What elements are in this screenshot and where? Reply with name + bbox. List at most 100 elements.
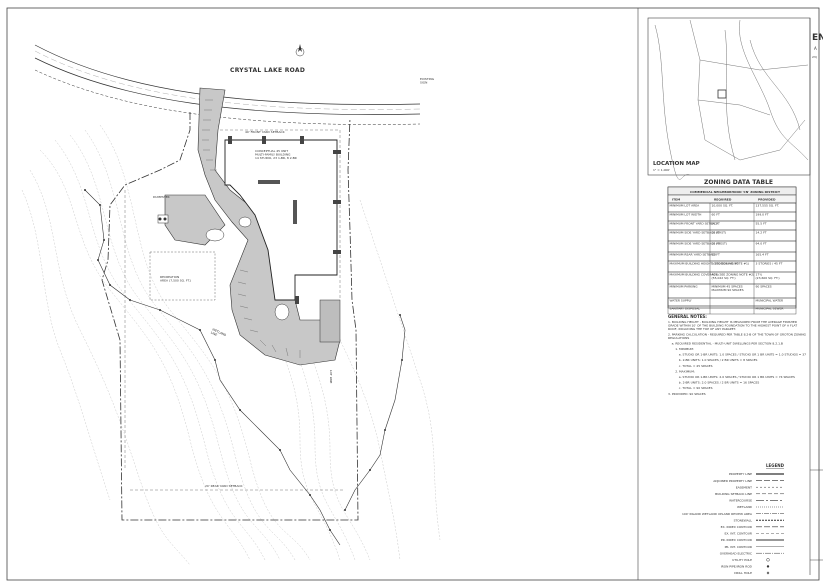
zoning-cell: 10 FT xyxy=(712,242,720,246)
zoning-cell: 137,555 SQ. FT. xyxy=(756,204,780,208)
utility-pole-symbol xyxy=(766,558,770,562)
legend-label: EX. INDEX CONTOUR xyxy=(721,525,752,529)
note-line: 2. PARKING CALCULATION - REQUIRED PER TA… xyxy=(668,332,807,339)
title-block: EN A 23( xyxy=(809,18,823,575)
zoning-header-cell: ITEM xyxy=(672,198,680,202)
zoning-cell: MUNICIPAL WATER xyxy=(756,299,784,303)
legend-label: WETLAND xyxy=(737,505,753,509)
sheet-border xyxy=(6,7,820,581)
iron-pipe-symbol xyxy=(766,565,770,568)
zoning-cell: 90 SPACES xyxy=(756,285,772,289)
zoning-cell: MINIMUM REAR YARD SETBACK xyxy=(670,253,718,257)
zoning-header-row xyxy=(667,194,797,204)
dumpster-icon xyxy=(158,217,162,221)
zoning-table: ZONING DATA TABLE COMMERCIAL NEIGHBORHOO… xyxy=(667,179,797,315)
lot-line-label: LOT LINE xyxy=(329,370,333,384)
legend-label: STONEWALL xyxy=(734,518,753,522)
rear-setback-label: 20' REAR YARD SETBACK xyxy=(205,484,243,488)
zoning-cell: MINIMUM SIDE YARD SETBACK (WEST) xyxy=(670,242,728,246)
zoning-header-cell: PROVIDED xyxy=(758,198,776,202)
east-paved-block xyxy=(319,299,341,343)
parking-area xyxy=(164,87,341,366)
firm-line-2: A xyxy=(814,46,817,51)
legend-title: LEGEND xyxy=(766,463,785,468)
zoning-cell: 20 FT xyxy=(712,253,720,257)
zoning-cell: MINIMUM FRONT YARD SETBACK xyxy=(670,222,720,226)
zoning-cell: 20 FT xyxy=(712,222,720,226)
zoning-title: ZONING DATA TABLE xyxy=(704,179,773,186)
legend-label: BUILDING SETBACK LINE xyxy=(715,492,752,496)
zoning-cell: WATER SUPPLY xyxy=(670,299,692,303)
zoning-cell: MAXIMUM BUILDING HEIGHT (SEE ZONING NOTE… xyxy=(670,262,750,266)
note-line: 1. BUILDING HEIGHT - BUILDING HEIGHT IS … xyxy=(668,320,798,331)
zoning-cell: 3 STORIES / 45 FT xyxy=(756,262,783,266)
dumpster-pad xyxy=(157,214,169,224)
drill-hole-symbol xyxy=(766,571,770,575)
wetland-label: WETLANDLINE xyxy=(210,327,227,341)
zoning-cell: 165.4 FT xyxy=(756,253,769,257)
firm-line-3: 23( xyxy=(812,55,817,59)
legend-label: PR. INT. CONTOUR xyxy=(725,545,752,549)
zoning-cell: MINIMUM LOT AREA xyxy=(670,204,701,208)
legend-label: PR. INDEX CONTOUR xyxy=(721,538,752,542)
property-boundary xyxy=(101,112,359,521)
zoning-cell: 40%(55,022 SQ. FT.) xyxy=(712,273,736,280)
zoning-cell: MINIMUM SIDE YARD SETBACK (EAST) xyxy=(670,231,727,235)
legend-label: IRON PIPE/IRON ROD xyxy=(721,565,753,569)
legend-label: UTILITY POLE xyxy=(732,558,752,562)
legend-label: WATERCOURSE xyxy=(729,499,752,503)
zoning-cell: 10 FT xyxy=(712,231,720,235)
legend-label: EASEMENT xyxy=(736,485,752,489)
zoning-cell: MINIMUM LOT WIDTH xyxy=(670,213,702,217)
note-line: 1. MINIMUM: xyxy=(675,347,694,351)
north-arrow-icon xyxy=(295,44,305,57)
legend-label: EX. INT. CONTOUR xyxy=(724,532,752,536)
zoning-cell: 17%(23,600 SQ. FT.) xyxy=(756,273,780,280)
legend-label: ADJOINER PROPERTY LINE xyxy=(713,479,752,483)
zoning-cell: 3 STORIES / 45 FT xyxy=(712,262,739,266)
setback-lines xyxy=(124,129,345,491)
legend-label: 100' INLAND WETLAND UPLAND REVIEW AREA xyxy=(682,512,753,516)
note-line: 2. MAXIMUM: xyxy=(675,369,695,373)
dumpster-label: DUMPSTER xyxy=(153,195,170,199)
note-line: a. STUDIO OR 1-BR UNITS: 2.0 SPACES / ST… xyxy=(679,375,795,379)
location-map: LOCATION MAP 1" = 1,000' xyxy=(647,17,811,180)
note-line: a. REQUIRED RESIDENTIAL - MULTI-UNIT DWE… xyxy=(672,341,783,345)
zoning-cell: MINIMUM PARKING xyxy=(670,285,699,289)
zoning-cell: 60 FT xyxy=(712,213,720,217)
location-map-scale: 1" = 1,000' xyxy=(653,168,670,172)
zoning-cell: 14.2 FT xyxy=(756,231,767,235)
zoning-cell: SANITARY DISPOSAL xyxy=(670,307,701,311)
road-label: CRYSTAL LAKE ROAD xyxy=(230,67,305,74)
note-line: c. TOTAL = 45 SPACES xyxy=(679,364,713,368)
zoning-header-cell: REQUIRED xyxy=(714,198,732,202)
zoning-cell: 10,000 SQ. FT. xyxy=(712,204,734,208)
legend-label: DRILL HOLE xyxy=(734,571,752,575)
zoning-cell: 199.0 FT xyxy=(756,213,769,217)
zoning-cell: 55.5 FT xyxy=(756,222,767,226)
wetland-lines xyxy=(84,189,406,546)
front-setback-label: 40' FRONT YARD SETBACK xyxy=(245,130,286,134)
note-line: b. 2-BR UNITS: 1.0 SPACES / 2 BR UNITS =… xyxy=(679,358,758,362)
zoning-cell: MUNICIPAL SEWER xyxy=(756,307,784,311)
zoning-row xyxy=(667,305,797,315)
location-map-title: LOCATION MAP xyxy=(653,161,700,167)
dumpster-icon xyxy=(163,217,167,221)
notes-title: GENERAL NOTES: xyxy=(668,314,707,319)
conceptual-building xyxy=(224,136,341,304)
wetland-flags xyxy=(84,189,403,531)
note-line: a. STUDIO OR 1-BR UNITS: 1.0 SPACES / ST… xyxy=(679,353,806,357)
legend-label: OVERHEAD ELECTRIC xyxy=(720,551,752,555)
note-line: 3. PROVIDED: 90 SPACES xyxy=(668,392,706,396)
zoning-cell: MAXIMUM BUILDING COVERAGE (SEE ZONING NO… xyxy=(670,273,755,277)
firm-name: EN xyxy=(812,33,823,43)
contour-lines xyxy=(21,124,441,566)
zoning-subtitle: COMMERCIAL NEIGHBORHOOD 'CN' ZONING DIST… xyxy=(690,190,781,194)
crystal-lake-road xyxy=(34,44,421,125)
general-notes: GENERAL NOTES: 1. BUILDING HEIGHT - BUIL… xyxy=(668,314,807,396)
